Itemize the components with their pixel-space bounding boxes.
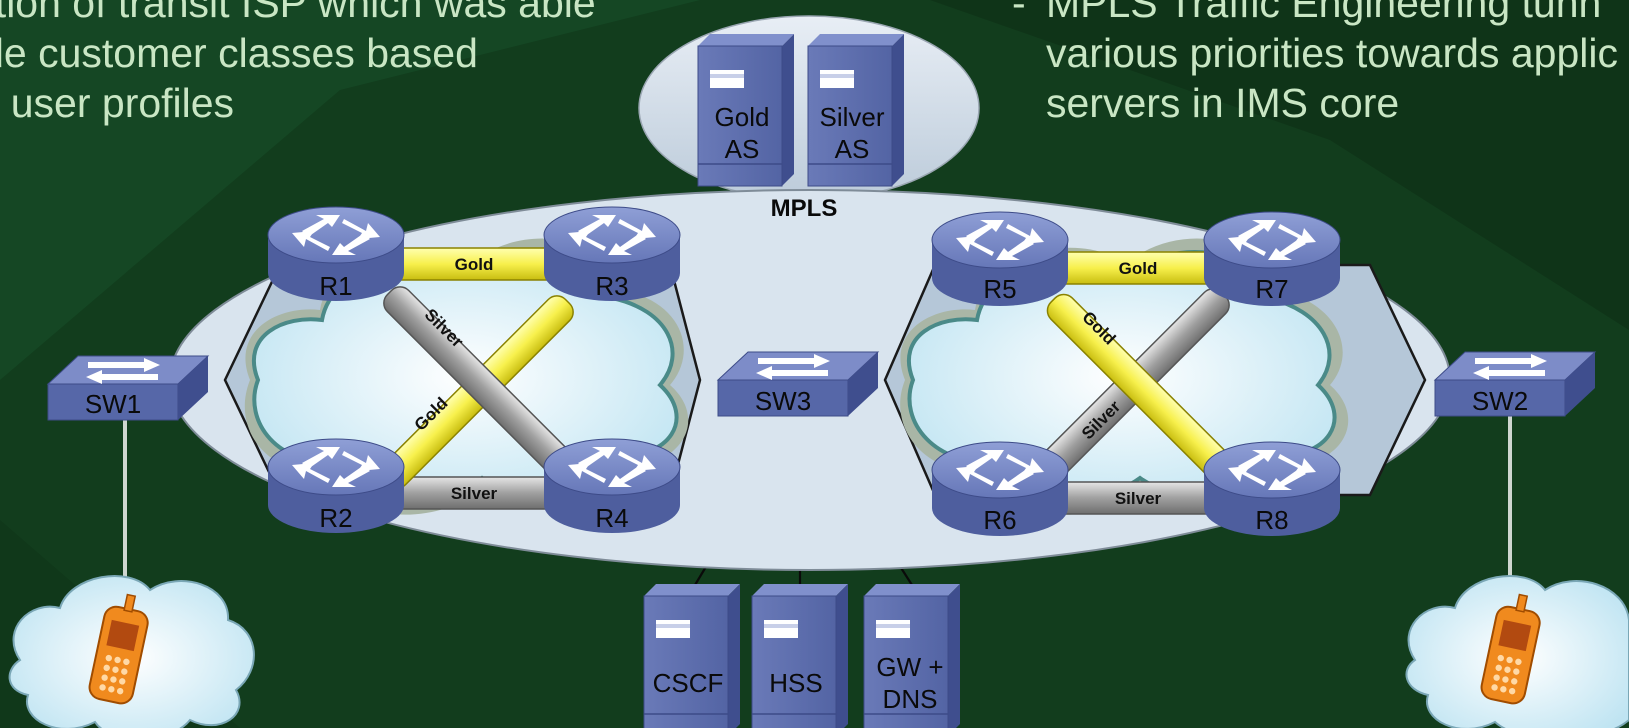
tunnel-label: Silver bbox=[451, 484, 498, 503]
right-text-line: servers in IMS core bbox=[1046, 80, 1400, 126]
right-tunnels bbox=[1036, 251, 1244, 515]
left-bullet-text: ation of transit ISP which was able ide … bbox=[0, 0, 596, 128]
switch-labels: SW1 SW2 SW3 bbox=[85, 386, 1528, 419]
server-label-silver-as-line2: AS bbox=[835, 134, 870, 164]
switch-label: SW1 bbox=[85, 389, 141, 419]
switch-label: SW3 bbox=[755, 386, 811, 416]
tunnel-label: Gold bbox=[455, 255, 494, 274]
router-labels: R1 R2 R3 R4 R5 R6 R7 R8 bbox=[319, 271, 1288, 535]
router-label: R4 bbox=[595, 503, 628, 533]
mobile-phone-icon bbox=[88, 593, 149, 705]
right-bullet-text: MPLS Traffic Engineering tunn various pr… bbox=[1046, 0, 1618, 128]
top-server-labels: Gold AS Silver AS bbox=[715, 102, 885, 164]
server-label-gold-as-line1: Gold bbox=[715, 102, 770, 132]
phone-cloud-left bbox=[8, 575, 255, 728]
server-label: HSS bbox=[769, 668, 822, 698]
server-label-gw-dns-line2: DNS bbox=[883, 684, 938, 714]
bottom-server-labels: CSCF HSS GW + DNS bbox=[653, 652, 944, 714]
router-label: R1 bbox=[319, 271, 352, 301]
right-text-line: various priorities towards applic bbox=[1046, 30, 1618, 76]
router-label: R3 bbox=[595, 271, 628, 301]
router-label: R8 bbox=[1255, 505, 1288, 535]
left-text-line: ide customer classes based bbox=[0, 30, 478, 76]
mobile-phone-icon bbox=[1480, 593, 1541, 705]
left-text-line: ation of transit ISP which was able bbox=[0, 0, 596, 26]
right-bullet-dash: - bbox=[1012, 0, 1026, 26]
server-label-gw-dns-line1: GW + bbox=[876, 652, 943, 682]
server-label: CSCF bbox=[653, 668, 724, 698]
server-cscf bbox=[643, 583, 741, 728]
left-text-line: S user profiles bbox=[0, 80, 235, 126]
right-text-line: MPLS Traffic Engineering tunn bbox=[1046, 0, 1602, 26]
router-label: R7 bbox=[1255, 274, 1288, 304]
router-label: R5 bbox=[983, 274, 1016, 304]
server-hss bbox=[751, 583, 849, 728]
server-label-gold-as-line2: AS bbox=[725, 134, 760, 164]
tunnel-label: Silver bbox=[1115, 489, 1162, 508]
server-label-silver-as-line1: Silver bbox=[819, 102, 884, 132]
tunnel-label: Gold bbox=[1119, 259, 1158, 278]
switch-label: SW2 bbox=[1472, 386, 1528, 416]
router-label: R6 bbox=[983, 505, 1016, 535]
phone-cloud-right bbox=[1405, 575, 1629, 728]
mpls-label: MPLS bbox=[771, 195, 838, 222]
router-label: R2 bbox=[319, 503, 352, 533]
